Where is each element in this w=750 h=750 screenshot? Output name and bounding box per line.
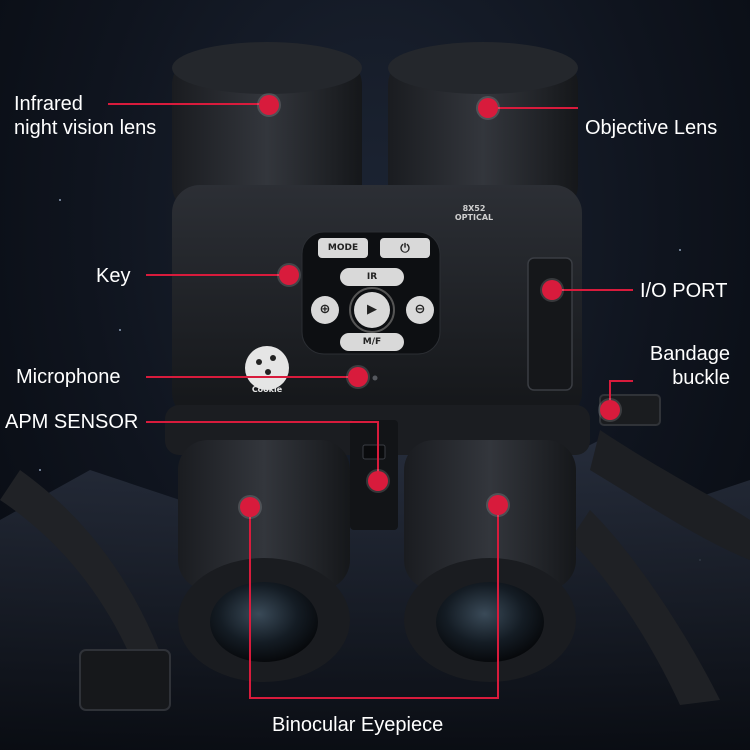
label-objective-lens: Objective Lens (585, 117, 718, 139)
label-bandage-buckle: Bandage buckle (649, 343, 730, 389)
label-key: Key (96, 265, 131, 287)
leader-apm-sensor-h (146, 421, 378, 423)
zoom-in-icon: ⊕ (319, 302, 331, 317)
play-icon: ▶ (367, 302, 377, 317)
mode-button-label: MODE (327, 243, 359, 253)
leader-eyepiece-bottom (249, 697, 499, 699)
io-port-cover (527, 257, 573, 391)
right-eyepiece-glass (436, 582, 544, 662)
marker-eyepiece-left (240, 497, 260, 517)
marker-infrared (259, 95, 279, 115)
ir-button[interactable] (340, 268, 404, 286)
leader-microphone (146, 376, 356, 378)
keypad (301, 231, 441, 355)
marker-apm-sensor (368, 471, 388, 491)
neck-strap (0, 394, 750, 711)
brand-logo-mark (245, 346, 289, 390)
label-apm-sensor: APM SENSOR (5, 411, 139, 433)
leader-io-port (551, 289, 633, 291)
mf-button-label: M/F (362, 337, 382, 347)
leader-infrared (108, 103, 268, 105)
power-icon: ⏻ (400, 241, 410, 255)
marker-bandage (600, 400, 620, 420)
mf-button[interactable] (340, 333, 404, 351)
leader-bandage-h (609, 380, 633, 382)
leader-eyepiece-left (249, 508, 251, 698)
ir-button-label: IR (366, 272, 378, 282)
zoom-in-button[interactable] (311, 296, 339, 324)
mode-button[interactable] (318, 238, 368, 258)
leader-key (146, 274, 286, 276)
marker-objective (478, 98, 498, 118)
model-text: 8X52 OPTICAL (454, 204, 494, 222)
right-eyepiece (404, 440, 576, 682)
objective-barrels (172, 42, 578, 215)
label-infrared-lens: Infrared night vision lens (14, 93, 157, 139)
marker-microphone (348, 367, 368, 387)
play-button[interactable] (354, 292, 390, 328)
marker-key (279, 265, 299, 285)
zoom-out-button[interactable] (406, 296, 434, 324)
brand-logo-text: Cookie (251, 385, 283, 394)
leader-apm-sensor-v (377, 421, 379, 481)
label-io-port: I/O PORT (640, 280, 728, 302)
microphone-hole (372, 375, 378, 381)
label-microphone: Microphone (16, 366, 121, 388)
apm-sensor-window (362, 444, 386, 460)
marker-eyepiece-right (488, 495, 508, 515)
left-eyepiece-glass (210, 582, 318, 662)
leader-objective (488, 107, 578, 109)
zoom-out-icon: ⊖ (414, 302, 426, 317)
leader-bandage-v (609, 380, 611, 410)
power-button[interactable] (380, 238, 430, 258)
strap-clip (79, 649, 171, 711)
marker-io-port (542, 280, 562, 300)
label-binocular-eyepiece: Binocular Eyepiece (272, 714, 444, 736)
left-eyepiece (178, 440, 350, 682)
leader-eyepiece-right (497, 505, 499, 698)
